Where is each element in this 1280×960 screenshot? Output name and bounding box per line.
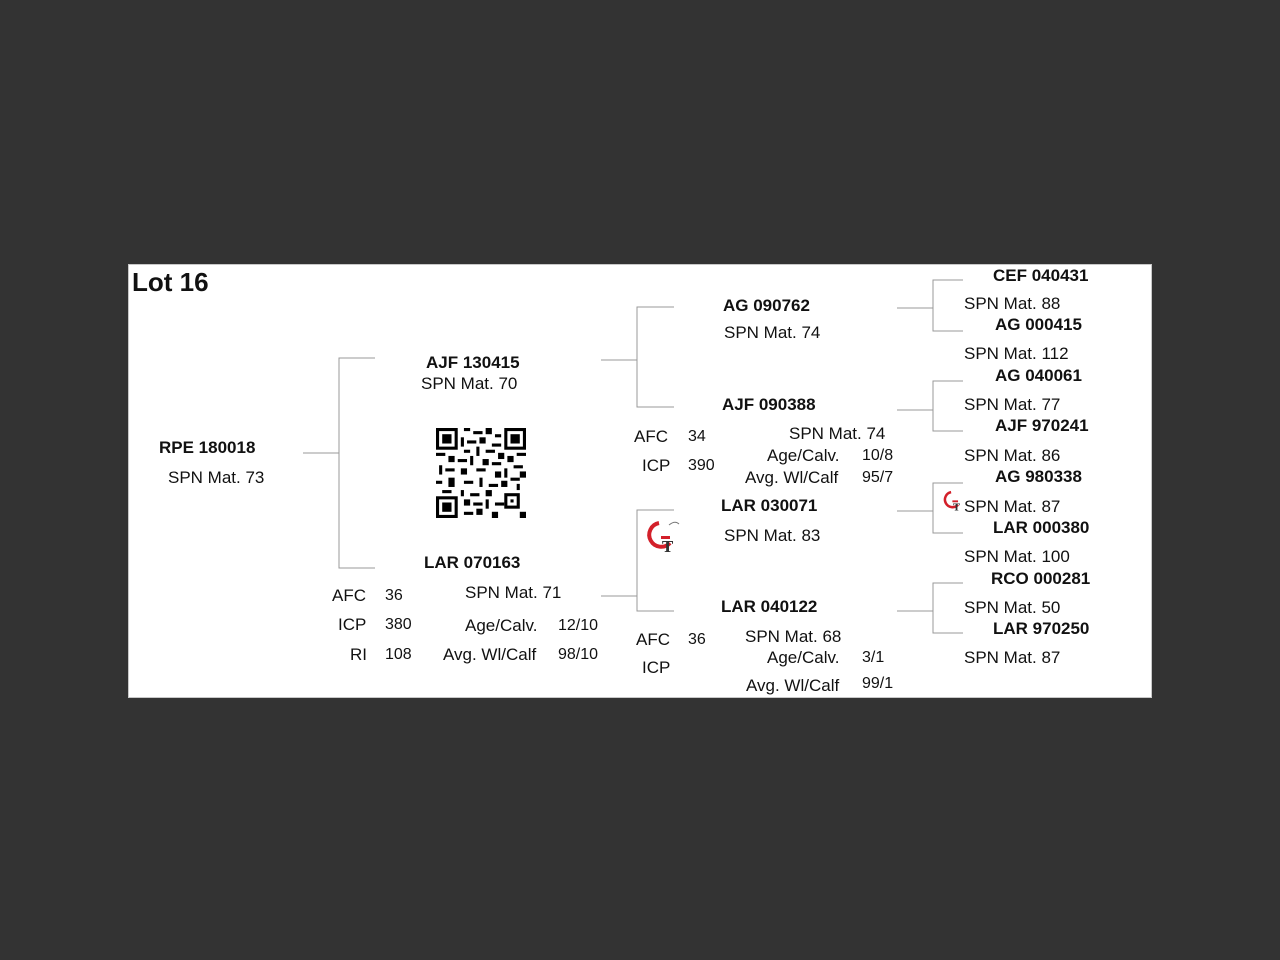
gen3-5-id: AG 980338 — [995, 467, 1082, 486]
dam-ri-value: 108 — [385, 646, 412, 663]
sire-id: AJF 130415 — [426, 353, 520, 372]
gen3-4-spn: SPN Mat. 86 — [964, 446, 1061, 465]
dam-dam-afc-label: AFC — [636, 630, 670, 649]
pedigree-lines — [303, 279, 963, 634]
gen3-1-spn: SPN Mat. 88 — [964, 294, 1061, 313]
gen3-3-id: AG 040061 — [995, 366, 1082, 385]
gt-logo: T — [643, 519, 681, 560]
gen3-7-spn: SPN Mat. 50 — [964, 598, 1061, 617]
dam-dam-weight-value: 99/1 — [862, 675, 894, 692]
lot-title: Lot 16 — [132, 267, 209, 297]
pedigree-sheet: Lot 16 RPE 180018 SPN Mat. 73 AJF 130415… — [128, 264, 1152, 698]
svg-text:T: T — [662, 538, 674, 555]
gen3-2-id: AG 000415 — [995, 315, 1082, 334]
dam-dam-age-value: 3/1 — [862, 649, 885, 666]
dam-afc-label: AFC — [332, 586, 366, 605]
dam-age-value: 12/10 — [558, 617, 599, 634]
dam-icp-label: ICP — [338, 615, 367, 634]
sire-dam-age-value: 10/8 — [862, 447, 894, 464]
sire-dam-spn: SPN Mat. 74 — [789, 424, 886, 443]
gen3-8-id: LAR 970250 — [993, 619, 1090, 638]
gen3-8-spn: SPN Mat. 87 — [964, 648, 1061, 667]
dam-dam-icp-label: ICP — [642, 658, 671, 677]
gen3-5-spn: SPN Mat. 87 — [964, 497, 1061, 516]
qr-code — [436, 428, 526, 518]
sire-dam-id: AJF 090388 — [722, 395, 816, 414]
sire-dam-icp-value: 390 — [688, 457, 715, 474]
dam-weight-value: 98/10 — [558, 646, 599, 663]
dam-id: LAR 070163 — [424, 553, 521, 572]
dam-sire-id: LAR 030071 — [721, 496, 818, 515]
dam-ri-label: RI — [350, 645, 367, 664]
dam-sire-spn: SPN Mat. 83 — [724, 526, 821, 545]
dam-dam-afc-value: 36 — [688, 631, 706, 648]
sire-dam-afc-value: 34 — [688, 428, 706, 445]
gen3-6-spn: SPN Mat. 100 — [964, 547, 1070, 566]
dam-afc-value: 36 — [385, 587, 403, 604]
gt-logo-small: T — [941, 489, 965, 518]
gen3-3-spn: SPN Mat. 77 — [964, 395, 1061, 414]
svg-text:T: T — [953, 502, 960, 513]
dam-weight-label: Avg. Wl/Calf — [443, 645, 537, 664]
sire-spn: SPN Mat. 70 — [421, 374, 518, 393]
gen3-7-id: RCO 000281 — [991, 569, 1091, 588]
sire-sire-id: AG 090762 — [723, 296, 810, 315]
gen3-4-id: AJF 970241 — [995, 416, 1089, 435]
dam-dam-age-label: Age/Calv. — [767, 648, 840, 667]
sire-dam-weight-label: Avg. Wl/Calf — [745, 468, 839, 487]
dam-age-label: Age/Calv. — [465, 616, 538, 635]
dam-dam-spn: SPN Mat. 68 — [745, 627, 842, 646]
sire-dam-age-label: Age/Calv. — [767, 446, 840, 465]
gen3-6-id: LAR 000380 — [993, 518, 1090, 537]
sire-dam-afc-label: AFC — [634, 427, 668, 446]
sire-sire-spn: SPN Mat. 74 — [724, 323, 821, 342]
dam-dam-id: LAR 040122 — [721, 597, 818, 616]
animal-id: RPE 180018 — [159, 438, 256, 457]
sire-dam-weight-value: 95/7 — [862, 469, 894, 486]
dam-icp-value: 380 — [385, 616, 412, 633]
sire-dam-icp-label: ICP — [642, 456, 671, 475]
dam-dam-weight-label: Avg. Wl/Calf — [746, 676, 840, 695]
animal-spn: SPN Mat. 73 — [168, 468, 265, 487]
gen3-2-spn: SPN Mat. 112 — [964, 344, 1069, 363]
dam-spn: SPN Mat. 71 — [465, 583, 562, 602]
gen3-1-id: CEF 040431 — [993, 266, 1089, 285]
